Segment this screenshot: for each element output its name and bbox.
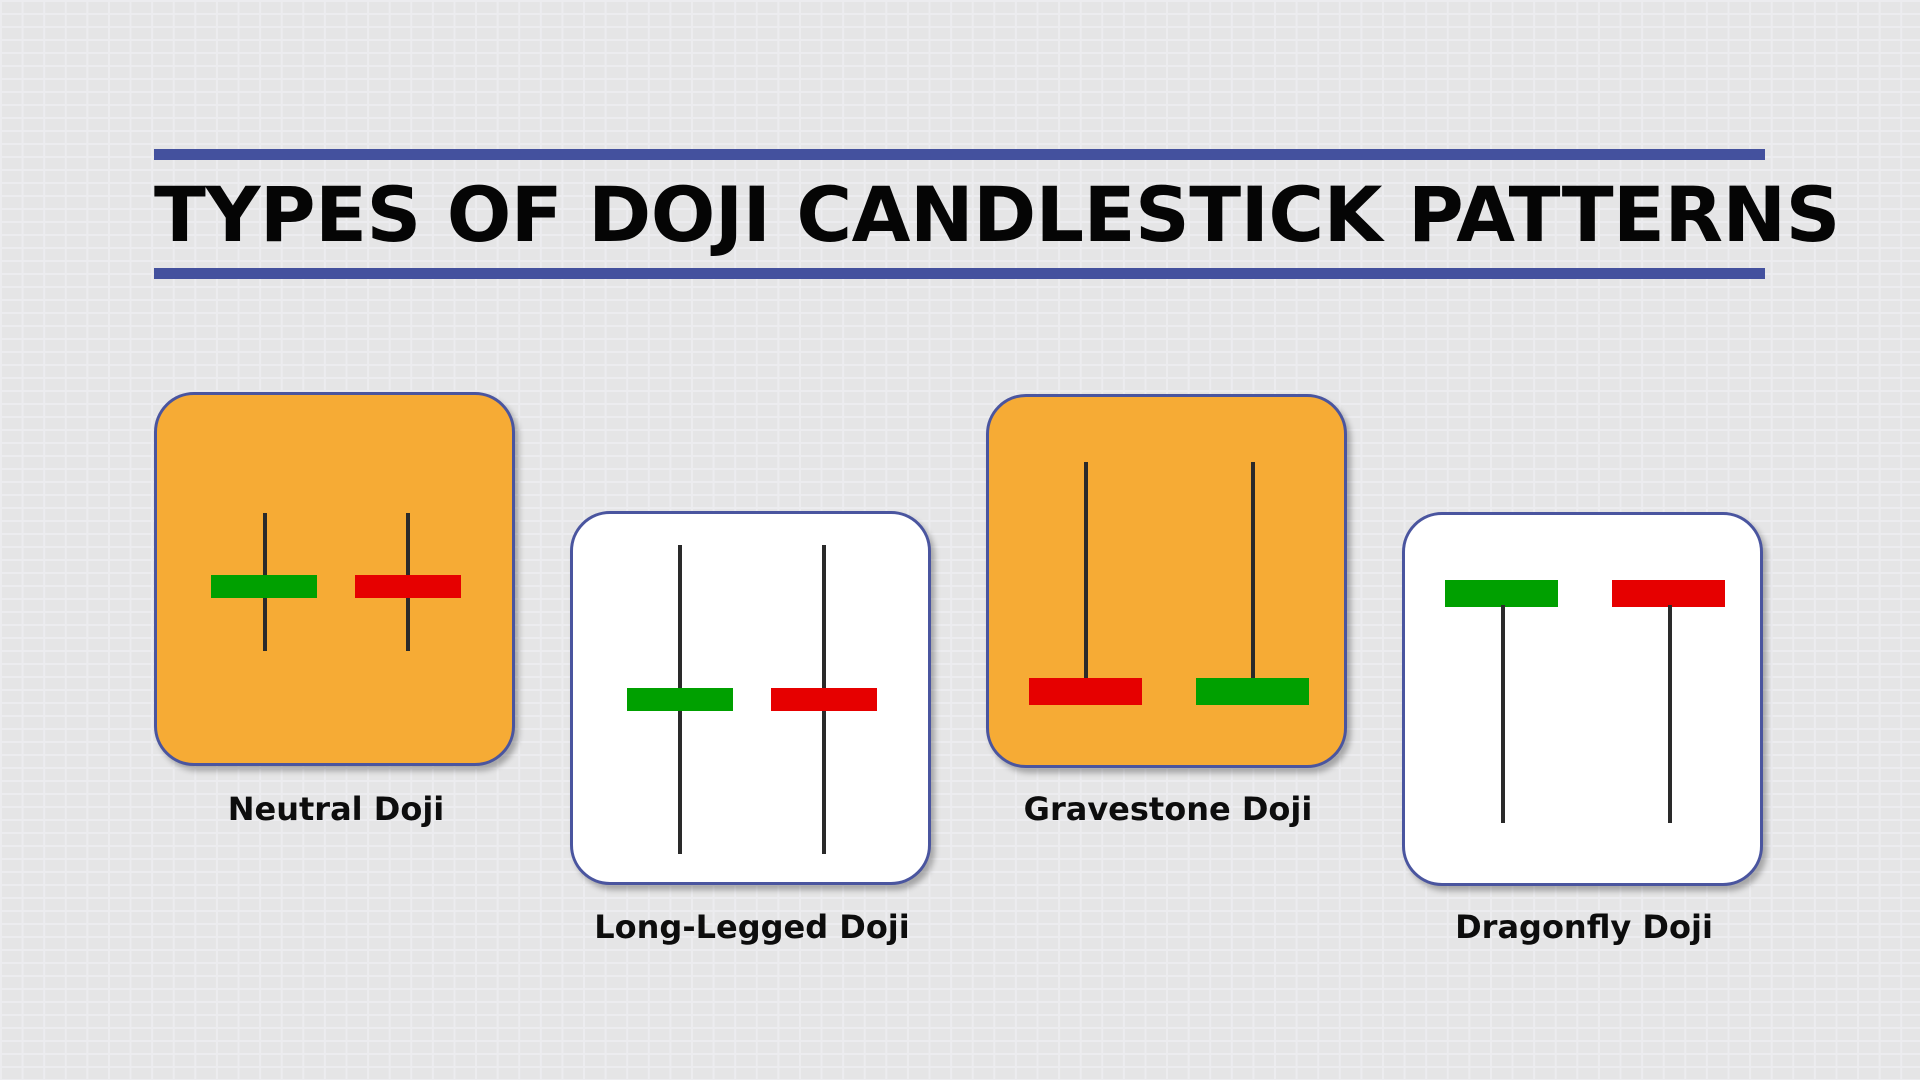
bearish-candle-body bbox=[771, 688, 877, 711]
page-title: TYPES OF DOJI CANDLESTICK PATTERNS bbox=[154, 170, 1840, 259]
pattern-card-neutral-doji bbox=[154, 392, 515, 766]
bullish-candle-body bbox=[1196, 678, 1309, 705]
pattern-label-dragonfly-doji: Dragonfly Doji bbox=[1455, 908, 1713, 946]
bullish-candle-body bbox=[627, 688, 733, 711]
pattern-label-long-legged-doji: Long-Legged Doji bbox=[594, 908, 910, 946]
bullish-candle-body bbox=[211, 575, 317, 598]
pattern-label-neutral-doji: Neutral Doji bbox=[227, 790, 445, 828]
pattern-card-gravestone-doji bbox=[986, 394, 1347, 768]
pattern-label-gravestone-doji: Gravestone Doji bbox=[1023, 790, 1313, 828]
candle-wick bbox=[1251, 462, 1255, 682]
candle-wick bbox=[1668, 605, 1672, 823]
bearish-candle-body bbox=[355, 575, 461, 598]
title-rule-bottom bbox=[154, 268, 1765, 279]
candle-wick bbox=[1084, 462, 1088, 682]
bullish-candle-body bbox=[1445, 580, 1558, 607]
candle-wick bbox=[1501, 605, 1505, 823]
bearish-candle-body bbox=[1612, 580, 1725, 607]
pattern-card-dragonfly-doji bbox=[1402, 512, 1763, 886]
title-rule-top bbox=[154, 149, 1765, 160]
bearish-candle-body bbox=[1029, 678, 1142, 705]
pattern-card-long-legged-doji bbox=[570, 511, 931, 885]
